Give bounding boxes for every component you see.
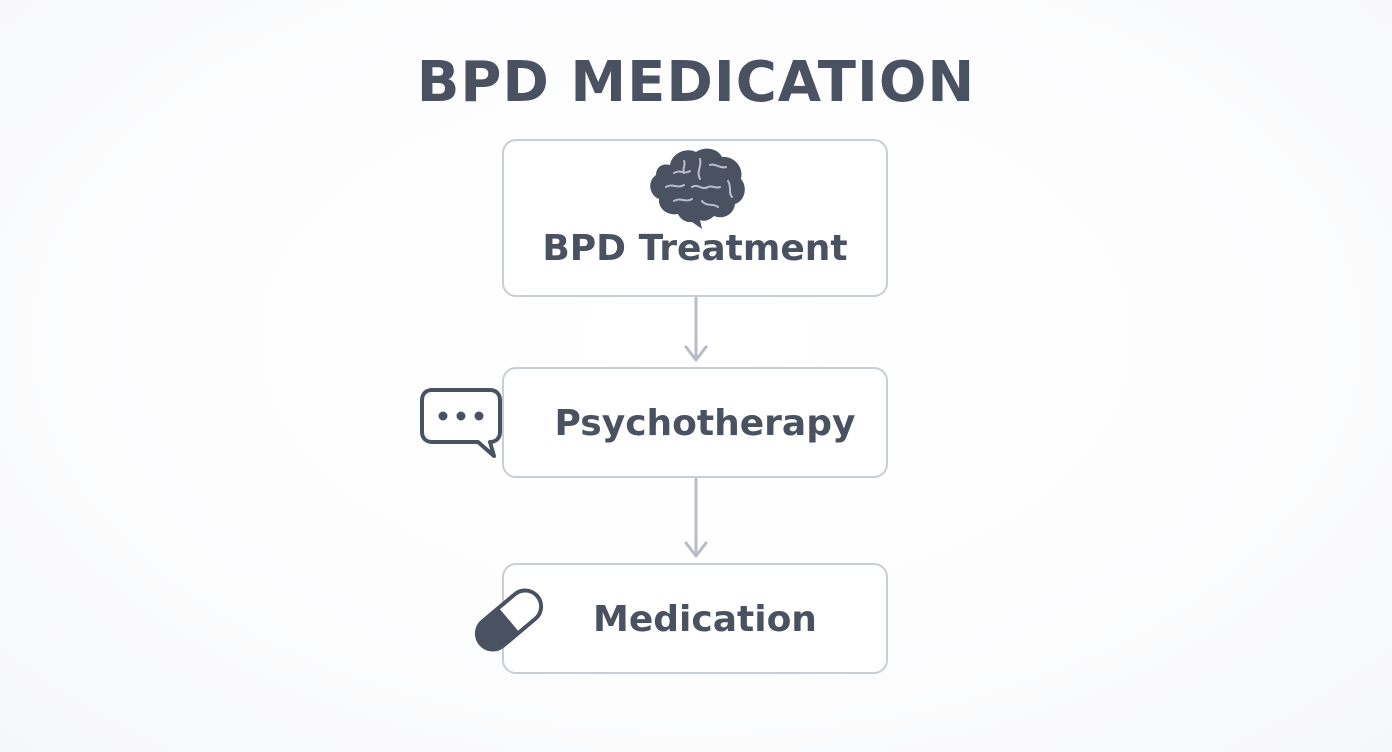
node-label-medication: Medication [593,599,817,640]
brain-icon [650,148,745,229]
chat-bubble-icon [420,388,502,458]
node-label-treatment: BPD Treatment [542,228,848,269]
node-label-psychotherapy: Psychotherapy [554,403,856,444]
node-psychotherapy: Psychotherapy [502,367,888,478]
edge-psychotherapy-to-medication [684,477,708,558]
diagram-title: BPD MEDICATION [416,50,976,115]
pill-capsule-icon [474,588,544,652]
edge-treatment-to-psychotherapy [684,296,708,362]
node-medication: Medication [502,563,888,674]
